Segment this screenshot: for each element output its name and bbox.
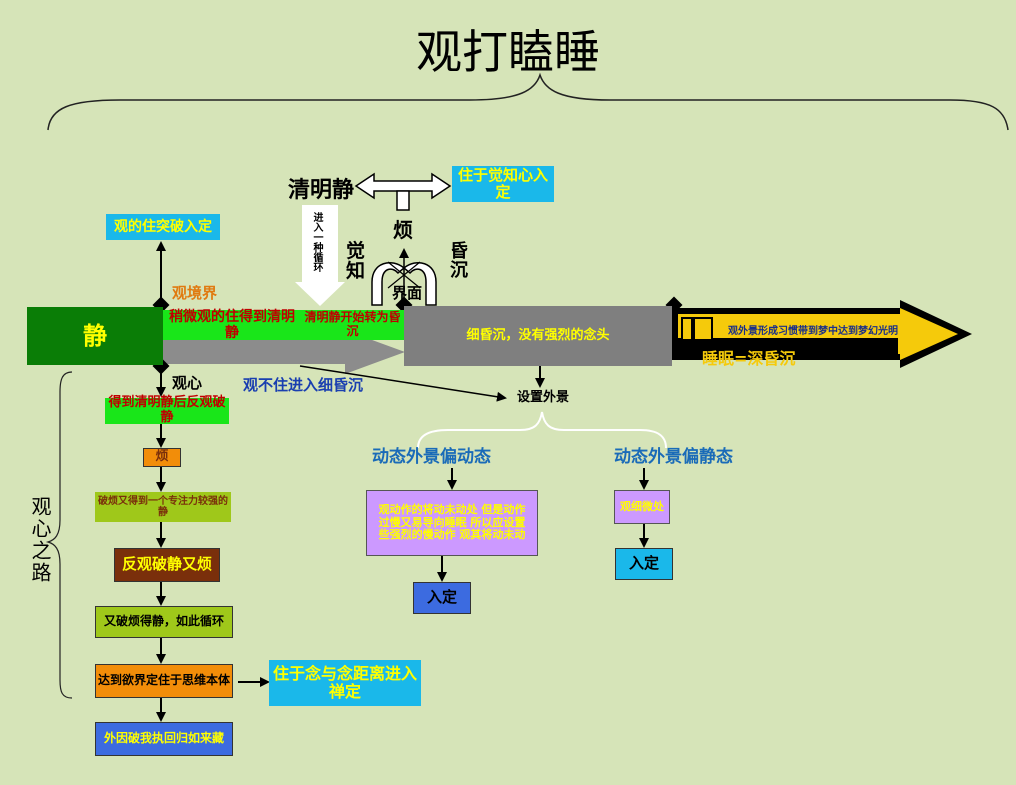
under-arrow-label: 观不住进入细昏沉 [243, 376, 364, 394]
samadhi-box-1: 入定 [413, 582, 471, 614]
abide-awareness-box: 住于觉知心入定 [452, 166, 554, 202]
vexed-connector [396, 190, 410, 211]
bar-seg4-bottom: 睡眠=深昏沉 [702, 349, 796, 368]
mind-step-4: 反观破静又烦 [114, 548, 220, 582]
mind-step-3: 破烦又得到一个专注力较强的静 [95, 492, 231, 522]
awareness-curve [371, 262, 406, 306]
mind-label: 观心 [172, 374, 203, 392]
bar-seg1: 稍微观的住得到清明静 [163, 309, 301, 341]
static-label: 动态外景偏静态 [614, 447, 733, 467]
scenery-brace [417, 411, 667, 449]
page-title: 观打瞌睡 [416, 25, 600, 79]
dynamic-desc-box: 观动作的将动未动处 但是动作过慢又易导向睡眠 所以应设置些强烈的慢动作 观其将动… [366, 490, 538, 556]
mind-step-2: 烦 [143, 448, 181, 467]
mind-step-6: 达到欲界定住于思维本体 [95, 664, 233, 698]
observe-stay-box: 观的住突破入定 [106, 214, 220, 240]
enter-cycle-label: 进入一种循环 [311, 212, 322, 272]
quiet-box: 静 [27, 307, 163, 365]
awareness-label-lines: 觉知 [346, 240, 366, 282]
torpor-curve [402, 262, 437, 306]
set-outer-label: 设置外景 [516, 389, 569, 405]
clear-quiet-label: 清明静 [288, 178, 355, 203]
mind-branch-box: 住于念与念距离进入禅定 [269, 660, 421, 706]
mind-step-1: 得到清明静后反观破静 [105, 395, 229, 425]
torpor-label: 昏沉 [450, 241, 468, 281]
bar-seg2: 清明静开始转为昏沉 [301, 310, 404, 340]
bar-seg3: 细昏沉，没有强烈的念头 [404, 306, 672, 366]
vexed-label: 烦 [393, 218, 413, 242]
samadhi-box-2: 入定 [615, 548, 673, 580]
static-desc-box: 观细微处 [614, 490, 670, 524]
mind-step-5: 又破烦得静，如此循环 [95, 606, 233, 638]
double-arrow [354, 172, 452, 200]
mind-path-side-label: 观心之路 [28, 496, 52, 584]
bar-seg4-top: 观外景形成习惯带到梦中达到梦幻光明 [728, 326, 898, 337]
boundary-label: 界面 [392, 284, 423, 302]
mind-step-7: 外因破我执回归如来藏 [95, 722, 233, 756]
title-brace [47, 72, 1009, 131]
main-gray-arrow [163, 330, 405, 374]
observe-realm-label: 观境界 [172, 284, 218, 302]
dynamic-label: 动态外景偏动态 [372, 447, 491, 467]
enter-cycle-arrow [295, 205, 345, 306]
mind-path-brace [45, 371, 73, 699]
